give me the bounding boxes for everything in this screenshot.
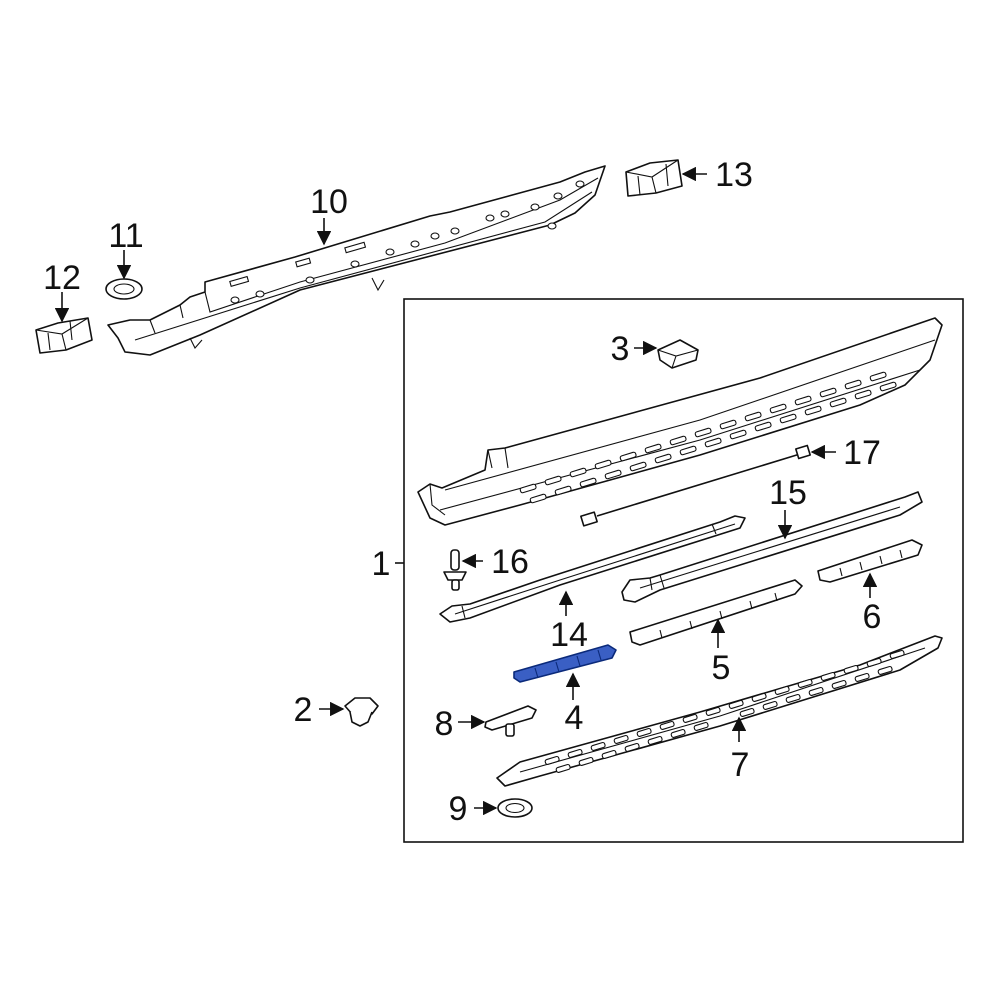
assembly-frame <box>403 298 964 843</box>
nut-part-2[interactable] <box>344 697 379 727</box>
callout-1: 1 <box>372 545 391 583</box>
trim-slot-pattern <box>544 649 905 773</box>
step-pad-part-4-highlighted[interactable] <box>513 644 617 683</box>
callout-8: 8 <box>435 705 454 743</box>
rocker-reinforcement-part-10[interactable] <box>107 165 606 356</box>
callout-12: 12 <box>43 259 81 297</box>
callout-13: 13 <box>715 156 753 194</box>
callout-17: 17 <box>843 434 881 472</box>
board-slot-pattern <box>519 371 897 504</box>
callout-3: 3 <box>611 330 630 368</box>
rail-part-15[interactable] <box>621 491 923 603</box>
step-trim-part-7[interactable] <box>496 635 943 787</box>
callout-6: 6 <box>863 598 882 636</box>
callout-2: 2 <box>294 691 313 729</box>
callout-5: 5 <box>712 649 731 687</box>
clip-part-12[interactable] <box>35 317 93 354</box>
spacer-part-3[interactable] <box>657 339 699 369</box>
leader-lines <box>54 166 878 816</box>
clip-part-13[interactable] <box>625 159 683 197</box>
step-pad-part-6[interactable] <box>817 539 923 583</box>
callout-14: 14 <box>550 616 588 654</box>
callout-4: 4 <box>565 699 584 737</box>
running-board-assembly[interactable] <box>417 317 943 526</box>
callout-11: 11 <box>108 217 143 255</box>
callout-15: 15 <box>769 474 807 512</box>
callout-10: 10 <box>310 183 348 221</box>
grommet-part-11[interactable] <box>105 278 143 300</box>
grommet-part-9[interactable] <box>497 798 533 818</box>
callout-16: 16 <box>491 543 529 581</box>
bracket-part-8[interactable] <box>484 705 537 737</box>
callout-9: 9 <box>449 790 468 828</box>
harness-part-17[interactable] <box>580 444 811 527</box>
push-pin-part-16[interactable] <box>443 549 467 591</box>
callout-7: 7 <box>731 746 750 784</box>
step-pad-part-5[interactable] <box>629 579 803 646</box>
callout-labels: 10 11 12 13 3 17 15 1 16 14 6 5 4 2 8 7 … <box>43 156 881 828</box>
rail-part-14[interactable] <box>439 515 746 623</box>
